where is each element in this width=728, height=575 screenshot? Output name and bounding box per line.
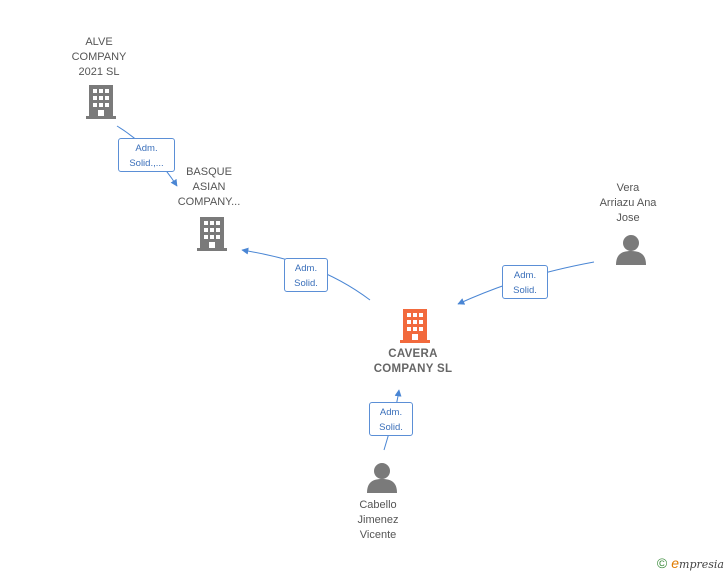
- node-label-cabello[interactable]: Cabello Jimenez Vicente: [357, 499, 399, 541]
- copyright-icon: ©: [656, 555, 668, 571]
- node-label-cavera[interactable]: CAVERA COMPANY SL: [373, 348, 453, 375]
- person-icon[interactable]: [616, 235, 646, 265]
- building-icon[interactable]: [197, 217, 227, 251]
- node-label-basque[interactable]: BASQUE ASIAN COMPANY...: [177, 166, 241, 208]
- building-icon-main[interactable]: [400, 309, 430, 343]
- node-label-alve[interactable]: ALVE COMPANY 2021 SL: [71, 36, 127, 78]
- brand-logo: empresia: [671, 555, 724, 571]
- brand-initial: e: [671, 555, 680, 571]
- edge-label-basque-cavera[interactable]: Adm. Solid.: [284, 258, 328, 292]
- footer-brand: © empresia: [657, 555, 724, 571]
- edge-label-vera-cavera[interactable]: Adm. Solid.: [502, 265, 548, 299]
- edge-label-cabello-cavera[interactable]: Adm. Solid.: [369, 402, 413, 436]
- edge-label-alve-basque[interactable]: Adm. Solid.,...: [118, 138, 175, 172]
- building-icon[interactable]: [86, 85, 116, 119]
- brand-name: mpresia: [679, 558, 724, 571]
- node-label-vera[interactable]: Vera Arriazu Ana Jose: [599, 182, 657, 224]
- person-icon[interactable]: [367, 463, 397, 493]
